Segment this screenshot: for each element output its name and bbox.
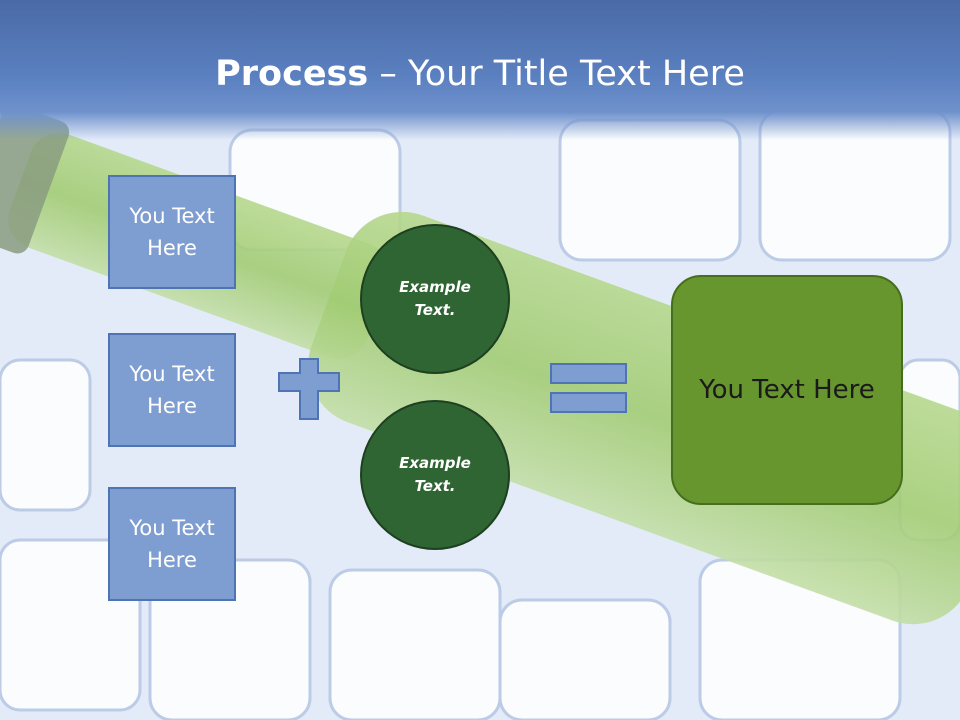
title-bar xyxy=(0,0,960,140)
slide-title: Process – Your Title Text Here xyxy=(0,52,960,96)
example-circle-1-label: Example Text. xyxy=(399,278,471,319)
left-text-box-3-label: You Text Here xyxy=(129,516,215,572)
result-box: You Text Here xyxy=(671,275,903,505)
left-text-box-2: You Text Here xyxy=(108,333,236,447)
example-circle-2-label: Example Text. xyxy=(399,454,471,495)
title-bold-text: Process xyxy=(215,54,369,94)
example-circle-1: Example Text. xyxy=(360,224,510,374)
example-circle-2: Example Text. xyxy=(360,400,510,550)
left-text-box-2-label: You Text Here xyxy=(129,362,215,418)
title-rest-text: – Your Title Text Here xyxy=(368,54,745,94)
left-text-box-1-label: You Text Here xyxy=(129,204,215,260)
left-text-box-3: You Text Here xyxy=(108,487,236,601)
left-text-box-1: You Text Here xyxy=(108,175,236,289)
result-box-label: You Text Here xyxy=(699,375,875,405)
